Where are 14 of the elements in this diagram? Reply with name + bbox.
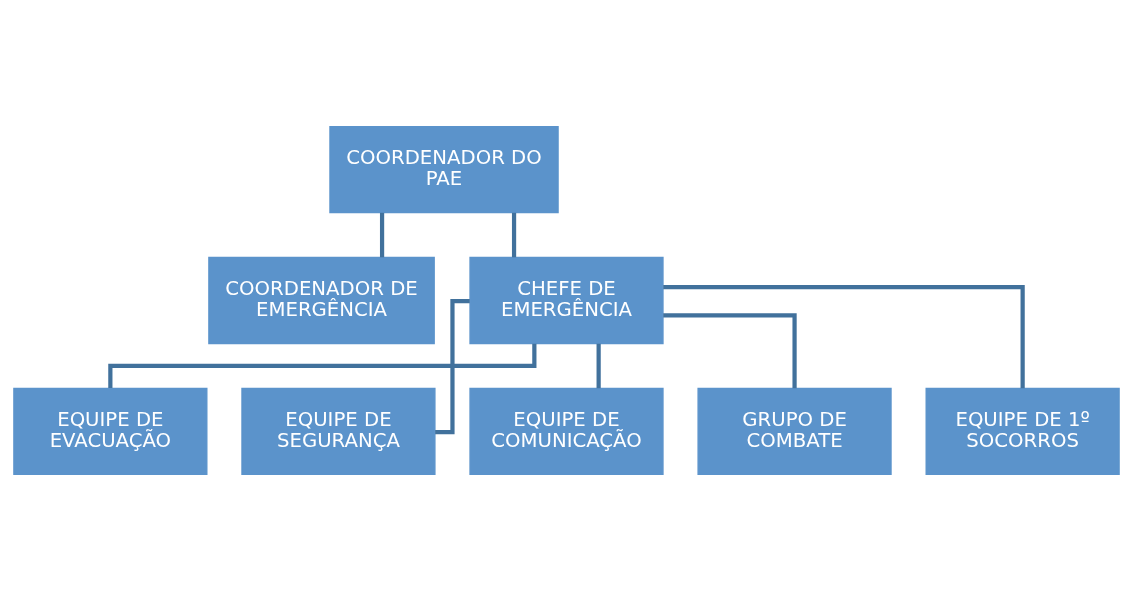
node-box: EQUIPE DE EVACUAÇÃO xyxy=(13,387,208,476)
node-box: COORDENADOR DE EMERGÊNCIA xyxy=(208,256,435,345)
node-box: CHEFE DE EMERGÊNCIA xyxy=(469,256,664,345)
connector xyxy=(435,299,470,435)
connector xyxy=(596,343,601,389)
connector xyxy=(663,313,797,389)
node-box: COORDENADOR DO PAE xyxy=(329,125,559,214)
node-box: GRUPO DE COMBATE xyxy=(697,387,892,476)
node-box: EQUIPE DE COMUNICAÇÃO xyxy=(469,387,664,476)
connector xyxy=(379,212,385,258)
node-box: EQUIPE DE SEGURANÇA xyxy=(241,387,436,476)
node-box: EQUIPE DE 1º SOCORROS xyxy=(925,387,1120,476)
connector xyxy=(511,212,517,258)
connector xyxy=(663,285,1025,389)
